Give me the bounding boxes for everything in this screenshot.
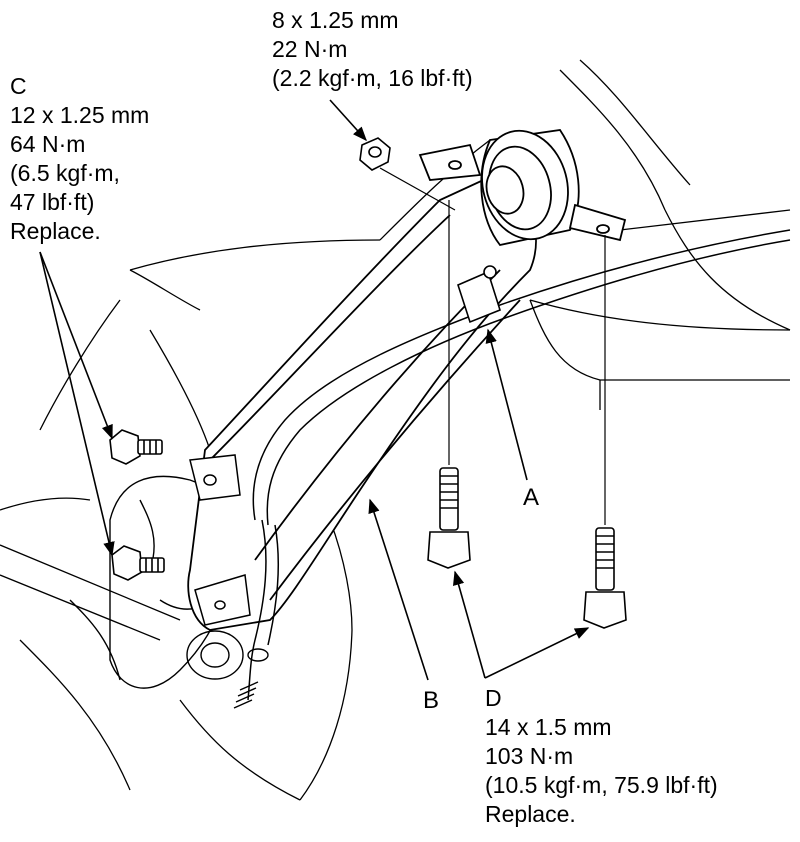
callout-c-torque-kgf: (6.5 kgf·m, [10,160,120,186]
callout-d-torque-nm: 103 N·m [485,743,574,769]
cable-clamp [457,265,501,324]
cable-spring [233,648,269,709]
label-d: D [485,685,502,711]
arm-bracket [189,454,251,626]
label-b: B [423,687,440,714]
callout-c: C 12 x 1.25 mm 64 N·m (6.5 kgf·m, 47 lbf… [10,72,149,246]
arrow-d-right [484,627,590,679]
callout-c-note: Replace. [10,218,101,244]
callout-top-torque-alt: (2.2 kgf·m, 16 lbf·ft) [272,65,473,91]
arrow-d-left [452,570,486,679]
callout-d-size: 14 x 1.5 mm [485,714,612,740]
callout-top-torque-nm: 22 N·m [272,36,348,62]
trailing-arm [187,168,537,631]
alignment-lines [379,167,606,525]
callout-c-torque-lbf: 47 lbf·ft) [10,189,95,215]
arrow-c-upper [39,251,113,440]
arrow-c-lower [39,251,115,557]
callout-d-note: Replace. [485,801,576,827]
bolt-c-lower-icon [111,545,165,581]
callout-c-torque-nm: 64 N·m [10,131,86,157]
arrow-top-nut [329,99,367,142]
label-a: A [523,484,540,511]
callout-d-torque-alt: (10.5 kgf·m, 75.9 lbf·ft) [485,772,718,798]
bolt-d-left-icon [427,467,471,569]
flange-nut-icon [359,137,391,171]
bolt-c-upper-icon [109,429,163,465]
bolt-d-right-icon [583,527,627,629]
leader-arrows [39,99,590,681]
label-c: C [10,73,27,99]
callout-d: D 14 x 1.5 mm 103 N·m (10.5 kgf·m, 75.9 … [485,684,718,829]
parking-brake-cable [247,229,791,701]
arrow-b [368,498,429,681]
vehicle-body-outline [0,59,791,801]
arm-bushing [418,129,627,246]
callout-top-size: 8 x 1.25 mm [272,7,399,33]
callout-c-size: 12 x 1.25 mm [10,102,150,128]
arrow-a [485,328,528,481]
callout-top-nut: 8 x 1.25 mm 22 N·m (2.2 kgf·m, 16 lbf·ft… [272,6,473,93]
